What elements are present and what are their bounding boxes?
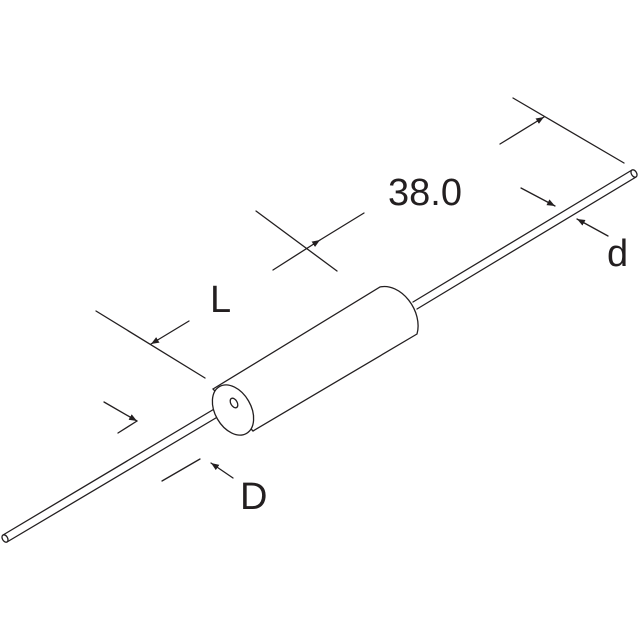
lead-diameter-label: d (607, 233, 628, 275)
overall-length-label: 38.0 (388, 172, 462, 214)
body-length-label: L (210, 279, 231, 321)
body-diameter-label: D (240, 476, 267, 518)
component-body (211, 285, 419, 436)
lead-diameter-dimension (520, 187, 609, 237)
overall-length-dimension (255, 97, 625, 272)
right-lead-wire (412, 169, 638, 310)
body-diameter-dimension (161, 458, 234, 482)
body-length-dimension (95, 310, 206, 434)
left-lead-wire (1, 398, 237, 543)
